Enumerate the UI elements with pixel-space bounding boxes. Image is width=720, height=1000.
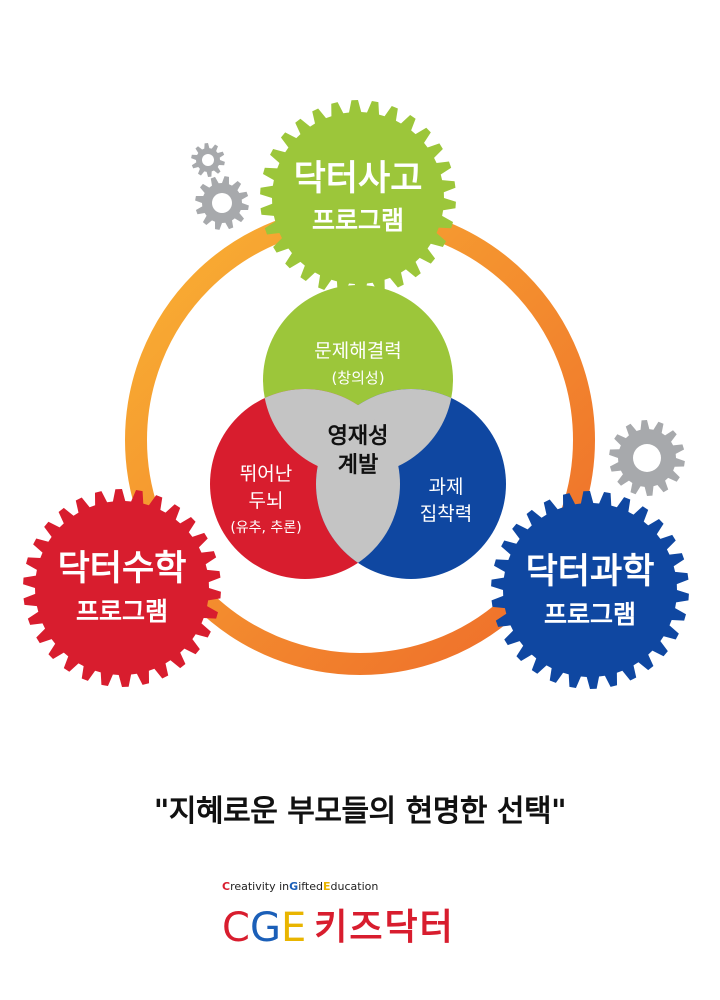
gear-right-line1: 닥터과학 xyxy=(526,552,655,592)
tagline-letter-c: C xyxy=(222,880,231,893)
gear-left-line2: 프로그램 xyxy=(76,597,168,626)
logo-name: 키즈닥터 xyxy=(314,907,455,948)
tagline-part-3: ducation xyxy=(330,880,379,893)
logo-tagline: Creativity in Gifted Education xyxy=(222,880,522,896)
venn-right-line2: 집착력 xyxy=(420,503,472,525)
slogan: "지혜로운 부모들의 현명한 선택" xyxy=(153,794,567,829)
gear-top-icon xyxy=(260,100,456,296)
venn-left-line1: 뛰어난 xyxy=(240,463,292,485)
tagline-letter-g: G xyxy=(289,880,299,893)
right-gear-icon-hole xyxy=(633,444,661,472)
gear-left-line1: 닥터수학 xyxy=(58,549,187,589)
decorative-gears xyxy=(191,143,685,496)
tagline-part-1: reativity in xyxy=(230,880,290,893)
venn-diagram xyxy=(210,285,506,579)
tagline-letter-e: E xyxy=(323,880,331,893)
gear-left-icon xyxy=(23,489,221,687)
venn-center-line1: 영재성 xyxy=(328,424,389,449)
small-gear-icon-hole xyxy=(202,154,214,166)
logo-letter-c: C xyxy=(222,905,250,951)
venn-left-line2: 두뇌 xyxy=(249,490,284,512)
venn-right-line1: 과제 xyxy=(429,476,464,498)
medium-gear-icon-hole xyxy=(212,193,232,213)
gear-top-line2: 프로그램 xyxy=(312,206,404,235)
program-gears xyxy=(23,100,689,689)
venn-top-line2: (창의성) xyxy=(331,369,384,387)
logo-letter-e: E xyxy=(280,905,307,951)
logo-letter-g: G xyxy=(249,905,281,951)
gear-top-line1: 닥터사고 xyxy=(294,159,423,199)
venn-top-line1: 문제해결력 xyxy=(314,340,401,362)
gear-right-line2: 프로그램 xyxy=(544,600,636,629)
gear-right-icon xyxy=(491,491,689,689)
venn-left-line3: (유추, 추론) xyxy=(230,520,301,536)
tagline-part-2: ifted xyxy=(298,880,323,893)
venn-overlap-left-right xyxy=(316,389,400,579)
venn-center-line2: 계발 xyxy=(338,453,378,478)
